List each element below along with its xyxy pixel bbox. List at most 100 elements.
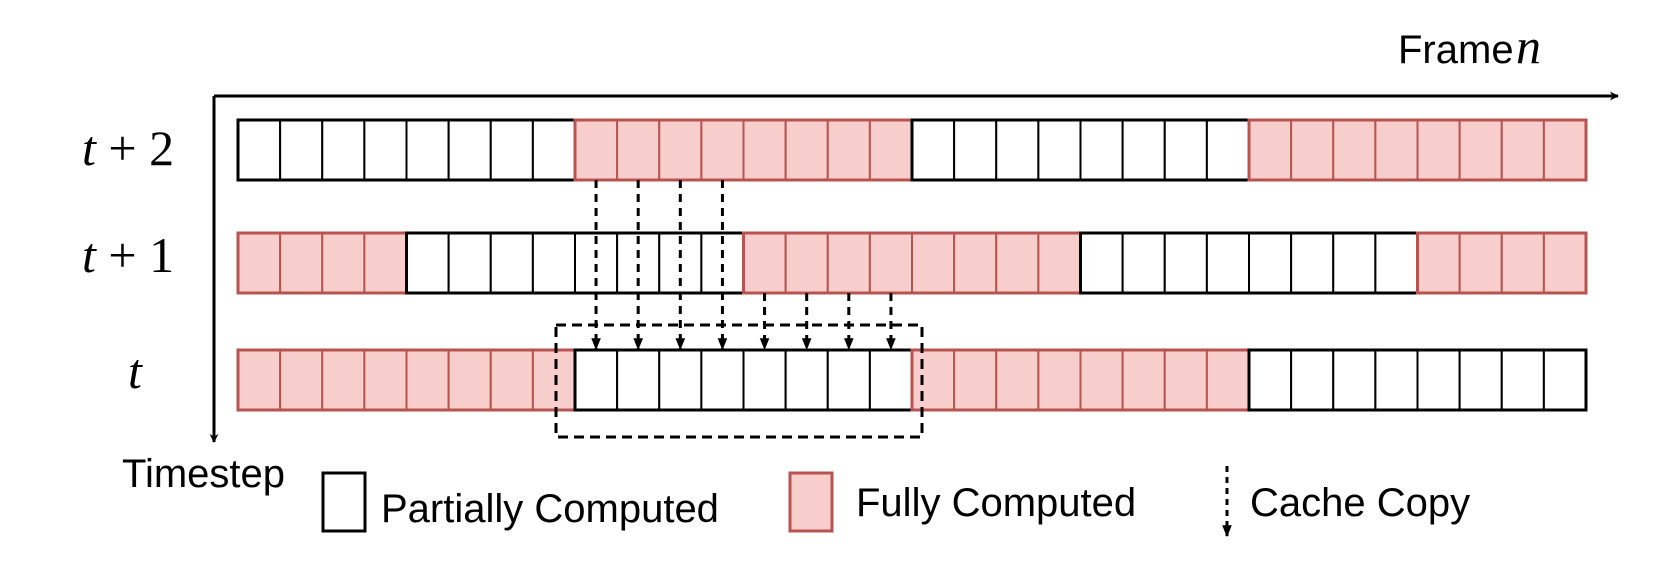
fully-computed-cell: [658, 119, 703, 181]
legend-full-label: Fully Computed: [856, 481, 1136, 525]
fully-computed-cell: [1079, 349, 1124, 411]
partially-computed-cell: [1163, 119, 1208, 181]
partially-computed-cell: [1332, 349, 1377, 411]
fully-computed-cell: [1037, 232, 1082, 294]
partially-computed-cell: [995, 119, 1040, 181]
cache-copy-region: [554, 323, 924, 439]
partially-computed-cell: [1290, 232, 1335, 294]
fully-computed-cell: [363, 232, 408, 294]
fully-computed-cell: [742, 119, 787, 181]
legend-partial-label: Partially Computed: [381, 487, 719, 531]
frame-axis-label: Frame: [1398, 28, 1514, 72]
partially-computed-cell: [1416, 349, 1461, 411]
partially-computed-cell: [658, 349, 703, 411]
fully-computed-cell: [1037, 349, 1082, 411]
partially-computed-cell: [1374, 349, 1419, 411]
partially-computed-cell: [447, 119, 492, 181]
partially-computed-cell: [616, 349, 661, 411]
fully-computed-cell: [574, 119, 619, 181]
fully-computed-cell: [784, 232, 829, 294]
partially-computed-cell: [1458, 349, 1503, 411]
partially-computed-cell: [531, 232, 577, 294]
partially-computed-cell: [911, 119, 956, 181]
fully-computed-cell: [868, 119, 914, 181]
fully-computed-segment: [1416, 231, 1588, 295]
frame-axis-variable: n: [1516, 18, 1541, 74]
partially-computed-cell: [1374, 232, 1419, 294]
partially-computed-cell: [405, 119, 450, 181]
fully-computed-cell: [1163, 349, 1208, 411]
fully-computed-cell: [700, 119, 745, 181]
partially-computed-cell: [531, 119, 577, 181]
partially-computed-cell: [1542, 349, 1588, 411]
fully-computed-cell: [1416, 232, 1461, 294]
partially-computed-cell: [1121, 119, 1166, 181]
partially-computed-cell: [489, 119, 534, 181]
fully-computed-cell: [447, 349, 492, 411]
partially-computed-cell: [1121, 232, 1166, 294]
fully-computed-cell: [1416, 119, 1461, 181]
fully-computed-cell: [868, 232, 914, 294]
legend-full-swatch: [788, 471, 834, 533]
fully-computed-cell: [1500, 232, 1545, 294]
partially-computed-cell: [1079, 232, 1124, 294]
fully-computed-cell: [953, 349, 998, 411]
fully-computed-cell: [1332, 119, 1377, 181]
fully-computed-segment: [1247, 118, 1588, 182]
fully-computed-cell: [1374, 119, 1419, 181]
fully-computed-cell: [911, 232, 956, 294]
fully-computed-cell: [1542, 119, 1588, 181]
fully-computed-cell: [279, 349, 324, 411]
fully-computed-cell: [1121, 349, 1166, 411]
fully-computed-cell: [1458, 232, 1503, 294]
fully-computed-cell: [321, 232, 366, 294]
partially-computed-cell: [1079, 119, 1124, 181]
partially-computed-cell: [700, 349, 745, 411]
partially-computed-cell: [405, 232, 450, 294]
partially-computed-cell: [868, 349, 914, 411]
partially-computed-segment: [1247, 348, 1588, 412]
frame-rows: [236, 118, 1588, 412]
fully-computed-cell: [784, 119, 829, 181]
partially-computed-cell: [1205, 232, 1251, 294]
partially-computed-cell: [953, 119, 998, 181]
partially-computed-cell: [1248, 349, 1293, 411]
partially-computed-cell: [826, 349, 871, 411]
fully-computed-cell: [1290, 119, 1335, 181]
fully-computed-cell: [321, 349, 366, 411]
fully-computed-cell: [1248, 119, 1293, 181]
partially-computed-cell: [1205, 119, 1251, 181]
partially-computed-cell: [742, 349, 787, 411]
partially-computed-cell: [1037, 119, 1082, 181]
cache-copy-arrows: [591, 180, 896, 351]
fully-computed-cell: [237, 349, 282, 411]
partially-computed-cell: [1332, 232, 1377, 294]
partially-computed-cell: [1500, 349, 1545, 411]
partially-computed-cell: [784, 349, 829, 411]
fully-computed-cell: [616, 119, 661, 181]
fully-computed-cell: [363, 349, 408, 411]
timestep-axis-label: Timestep: [122, 452, 285, 496]
row-label-t-plus-1: t + 1: [82, 227, 174, 283]
fully-computed-cell: [995, 349, 1040, 411]
partially-computed-cell: [1163, 232, 1208, 294]
legend-copy-label: Cache Copy: [1250, 481, 1470, 525]
fully-computed-cell: [405, 349, 450, 411]
partially-computed-cell: [363, 119, 408, 181]
partially-computed-cell: [447, 232, 492, 294]
fully-computed-cell: [742, 232, 787, 294]
fully-computed-cell: [826, 119, 871, 181]
partially-computed-cell: [489, 232, 534, 294]
fully-computed-cell: [489, 349, 534, 411]
fully-computed-cell: [279, 232, 324, 294]
fully-computed-cell: [1458, 119, 1503, 181]
row-label-t: t: [128, 343, 143, 399]
partially-computed-cell: [1290, 349, 1335, 411]
partially-computed-cell: [574, 349, 619, 411]
fully-computed-cell: [911, 349, 956, 411]
fully-computed-cell: [953, 232, 998, 294]
partially-computed-cell: [321, 119, 366, 181]
partially-computed-cell: [237, 119, 282, 181]
fully-computed-cell: [531, 349, 577, 411]
